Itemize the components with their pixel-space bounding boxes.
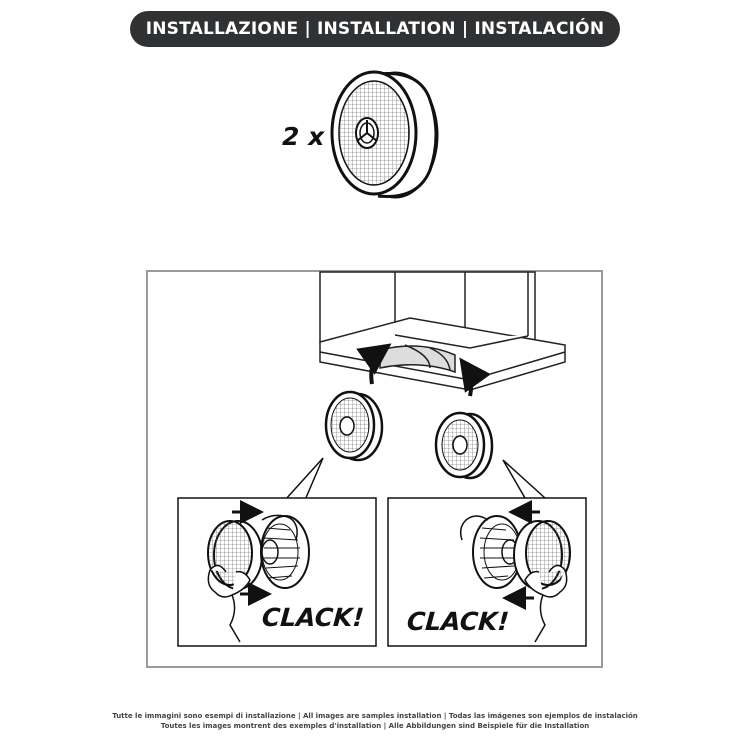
carbon-filter-icon: [434, 411, 494, 480]
cooker-hood-icon: [319, 271, 566, 391]
hood-motor-fitting: [472, 515, 522, 589]
page-title: INSTALLAZIONE | INSTALLATION | INSTALACI…: [145, 19, 605, 39]
carbon-filter-icon: [330, 70, 439, 199]
disclaimer-line-1: Tutte le immagini sono esempi di install…: [112, 712, 638, 720]
arrow-icon: [459, 357, 491, 397]
carbon-filter-icon: [513, 520, 571, 590]
title-banner: INSTALLAZIONE | INSTALLATION | INSTALACI…: [130, 11, 620, 47]
hand-icon: [207, 514, 298, 643]
hood-motor-fitting: [260, 515, 310, 589]
clack-label-left: CLACK!: [260, 603, 365, 632]
arrow-icon: [356, 343, 392, 385]
hand-icon: [459, 515, 568, 643]
clack-label-right: CLACK!: [405, 607, 510, 636]
disclaimer-footer: Tutte le immagini sono esempi di install…: [0, 711, 750, 731]
disclaimer-line-2: Toutes les images montrent des exemples …: [160, 722, 590, 730]
illustration-frame: [146, 270, 603, 668]
quantity-label: 2 x: [282, 122, 325, 151]
carbon-filter-icon: [324, 390, 384, 462]
